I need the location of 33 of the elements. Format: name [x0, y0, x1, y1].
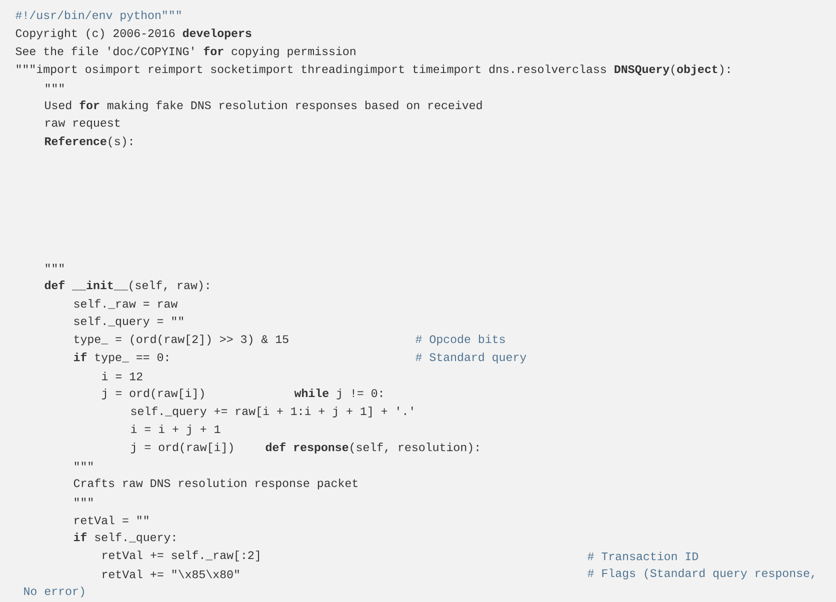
- code-line: """: [46, 84, 64, 88]
- code-comment: #!/usr/bin/env python""": [16, 10, 181, 22]
- code-comment: # Opcode bits: [416, 334, 505, 346]
- code-line: type_ = (ord(raw[2]) >> 3) & 15: [74, 334, 288, 346]
- code-line: while j != 0:: [294, 388, 382, 400]
- code-line: """: [74, 462, 93, 466]
- code-line: retVal += self._raw[:2]: [102, 550, 259, 562]
- code-line: retVal = "": [74, 516, 148, 524]
- code-line: See the file 'doc/COPYING' for copying permission: [16, 46, 356, 58]
- code-line: """: [74, 498, 93, 502]
- code-line: j = ord(raw[i]): [130, 442, 233, 454]
- code-line: j = ord(raw[i]): [102, 388, 204, 400]
- code-line: retVal += "\x85\x80": [102, 570, 239, 578]
- code-line: self._raw = raw: [74, 299, 178, 309]
- code-line: def response(self, resolution):: [266, 442, 478, 454]
- code-comment: No error): [24, 586, 84, 598]
- code-line: self._query += raw[i + 1:i + j + 1] + '.': [131, 406, 413, 418]
- code-line: Copyright (c) 2006-2016 developers: [16, 28, 252, 40]
- code-line: if self._query:: [74, 532, 175, 544]
- code-line: i = 12: [102, 372, 142, 380]
- code-line: """import osimport reimport socketimport threadingimport timeimport dns.resolverclass DNSQuery(object):: [16, 64, 730, 76]
- code-line: Used for making fake DNS resolution responses based on received: [45, 100, 482, 112]
- code-comment: # Transaction ID: [588, 552, 698, 560]
- code-line: raw request: [46, 118, 120, 130]
- code-line: i = i + j + 1: [131, 424, 220, 436]
- code-line: self._query = "": [74, 316, 184, 328]
- code-line: """: [46, 264, 64, 268]
- code-comment: # Flags (Standard query response,: [588, 568, 814, 580]
- code-comment: # Standard query: [416, 352, 526, 364]
- code-line: Reference(s):: [45, 136, 132, 148]
- code-line: if type_ == 0:: [74, 352, 168, 364]
- code-line: def __init__(self, raw):: [44, 280, 209, 292]
- code-line: Crafts raw DNS resolution response packet: [74, 478, 358, 490]
